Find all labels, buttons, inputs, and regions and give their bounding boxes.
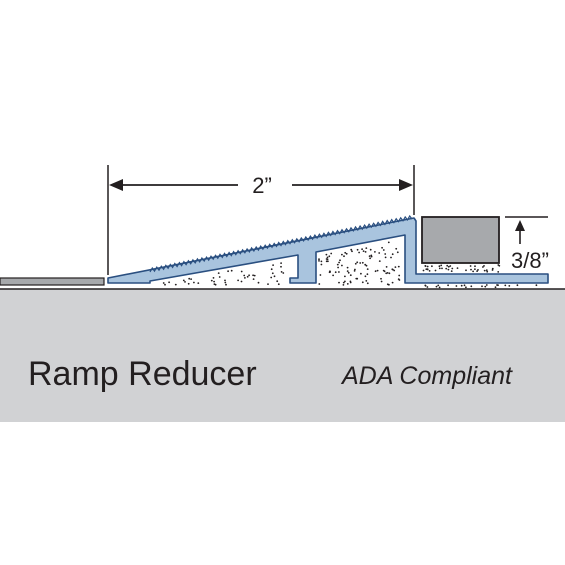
compliance-subtitle: ADA Compliant (340, 362, 513, 390)
subfloor-substrate (0, 289, 565, 422)
width-arrow-right-icon (399, 179, 413, 191)
ramp-serrated-surface (149, 214, 413, 273)
adjacent-floor-surface (0, 277, 105, 286)
width-arrow-left-icon (109, 179, 123, 191)
height-arrow-up-icon (515, 220, 525, 231)
adhesive-bed (150, 236, 538, 289)
ramp-reducer-profile (107, 217, 549, 284)
floor-tile (421, 216, 500, 264)
width-dimension-label: 2” (252, 173, 272, 198)
height-dimension-label: 3/8” (511, 248, 549, 273)
product-title: Ramp Reducer (28, 355, 257, 393)
